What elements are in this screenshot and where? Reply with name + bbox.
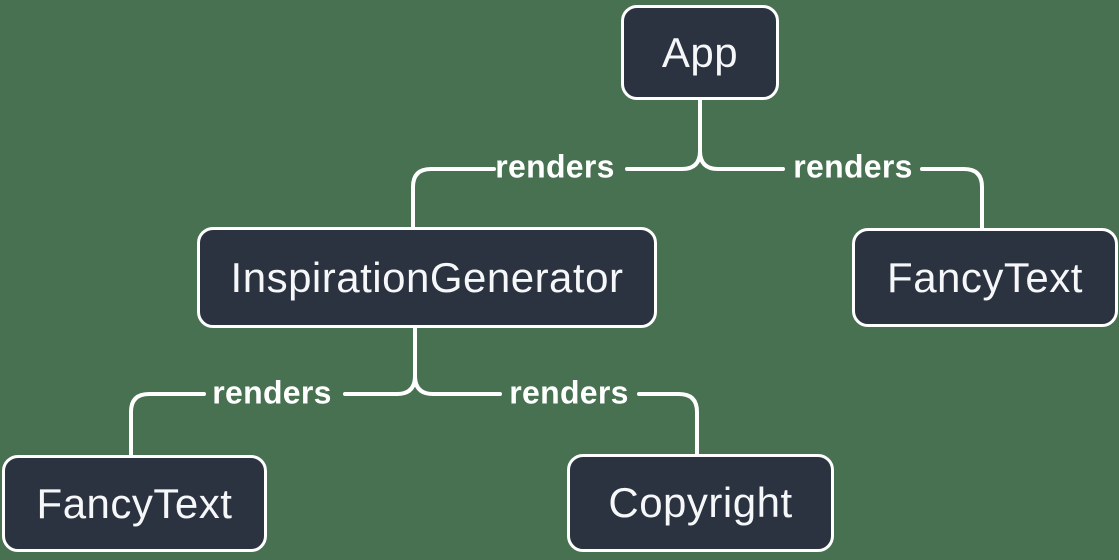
node-fancytext-left: FancyText: [2, 455, 267, 552]
node-copyright: Copyright: [567, 454, 834, 552]
edge-inspirationgenerator-to-copyright: [413, 374, 699, 456]
node-inspirationgenerator: InspirationGenerator: [197, 227, 657, 328]
edge-label-renders-inspirationgenerator-copyright: renders: [509, 374, 629, 411]
node-fancytext-right: FancyText: [852, 228, 1118, 327]
node-app: App: [621, 5, 779, 100]
edge-label-renders-app-fancytext: renders: [793, 148, 913, 185]
connector-group: [129, 98, 984, 457]
edge-app-to-fancytext: [698, 149, 984, 230]
edge-label-renders-inspirationgenerator-fancytext: renders: [212, 374, 332, 411]
edge-label-renders-app-inspirationgenerator: renders: [495, 148, 615, 185]
